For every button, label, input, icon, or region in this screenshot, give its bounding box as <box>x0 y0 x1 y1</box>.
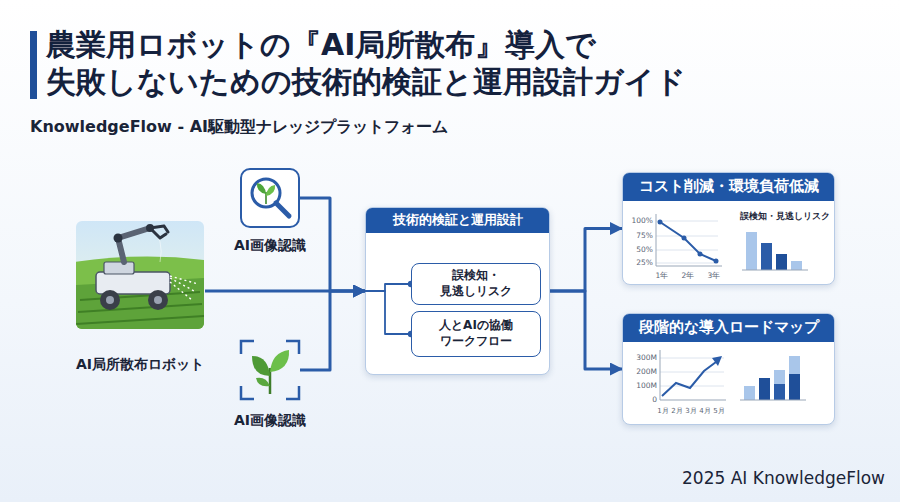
bar-chart-roadmap <box>744 386 755 400</box>
robot-scene <box>76 256 204 329</box>
magnifier-icon <box>266 185 275 196</box>
result-panel: 段階的な導入ロードマップ <box>622 313 835 425</box>
bar-chart-risk <box>776 254 787 270</box>
robot-scene <box>118 228 150 262</box>
icon-box: AI画像認識 <box>240 168 300 228</box>
robot-scene <box>146 224 154 232</box>
bar-chart-roadmap <box>759 378 770 400</box>
bar-chart-risk <box>746 232 757 270</box>
connector-arrow <box>365 284 411 291</box>
robot-scene <box>170 276 198 300</box>
plant-icon <box>270 350 289 372</box>
plant-icon <box>252 356 270 376</box>
bar-chart-roadmap <box>789 356 800 400</box>
line-chart-cost <box>656 214 722 266</box>
magnifier-icon <box>265 192 267 204</box>
bar-chart-risk <box>742 270 808 271</box>
robot-node: AI局所散布ロボット <box>75 220 205 330</box>
line-chart-roadmap <box>660 350 726 400</box>
robot-scene <box>96 272 170 294</box>
box-text: 人とAIの協働 ワークフロー <box>417 318 535 349</box>
panel-header: 技術的検証と運用設計 <box>366 208 549 233</box>
robot-scene <box>150 225 161 262</box>
scan-frame-icon <box>286 386 299 399</box>
panel-header: 段階的な導入ロードマップ <box>623 314 834 342</box>
title-bar <box>30 31 37 99</box>
robot-scene <box>76 292 204 324</box>
bar-chart-risk <box>791 261 802 270</box>
plant-icon <box>252 350 289 394</box>
connector-arrow <box>550 229 622 292</box>
robot-scene <box>114 234 123 243</box>
process-item: 人とAIの協働 ワークフロー <box>411 311 541 357</box>
robot-scene <box>104 262 134 274</box>
node-caption: AI局所散布ロボット <box>76 355 204 373</box>
line-chart-cost <box>682 236 687 241</box>
process-panel: 技術的検証と運用設計誤検知・見逃しリスク人とAIの協働 ワークフロー <box>365 207 550 375</box>
connector-arrow <box>300 291 365 370</box>
connector-arrow <box>300 198 365 291</box>
magnifier-icon <box>252 179 289 216</box>
bar-chart-roadmap <box>740 356 806 400</box>
robot-scene <box>76 278 204 329</box>
robot-scene <box>106 296 114 304</box>
scan-frame-icon <box>241 341 299 399</box>
robot-scene <box>154 296 162 304</box>
box-text: 誤検知・見逃しリスク <box>417 268 535 299</box>
robot-scene <box>100 290 120 310</box>
title-bar <box>30 31 37 99</box>
line-chart-roadmap <box>660 358 724 386</box>
bar-chart-roadmap <box>774 370 785 400</box>
process-item: 誤検知・見逃しリスク <box>411 263 541 305</box>
line-chart-roadmap <box>712 356 722 366</box>
line-chart-roadmap <box>660 350 726 400</box>
footer-text: 2025 AI KnowledgeFlow <box>682 469 885 489</box>
magnifier-icon <box>276 203 289 216</box>
page-title: 農業用ロボットの『AI局所散布』導入で 失敗しないための技術的検証と運用設計ガイ… <box>46 27 736 100</box>
plant-icon <box>256 378 270 387</box>
robot-scene <box>76 221 204 329</box>
subtitle: KnowledgeFlow - AI駆動型ナレッジプラットフォーム <box>30 118 448 136</box>
icon-frame: AI画像認識 <box>240 340 300 400</box>
robot-scene <box>150 226 168 238</box>
bar-chart-roadmap <box>740 400 806 401</box>
result-panel: コスト削減・環境負荷低減 <box>622 172 835 285</box>
line-chart-cost <box>656 214 722 266</box>
scan-frame-icon <box>286 341 299 354</box>
panel-header: コスト削減・環境負荷低減 <box>623 173 834 201</box>
scan-frame-icon <box>241 386 254 399</box>
bar-chart-risk <box>761 243 772 270</box>
connector-arrow <box>550 291 622 369</box>
line-chart-cost <box>698 252 703 257</box>
line-chart-roadmap <box>662 362 716 396</box>
bar-chart-roadmap <box>789 374 800 400</box>
line-chart-cost <box>656 221 718 263</box>
line-chart-cost <box>714 259 719 264</box>
line-chart-cost <box>658 220 663 225</box>
node-caption: AI画像認識 <box>234 411 306 429</box>
magnifier-icon <box>252 179 280 207</box>
bar-chart-risk <box>742 232 808 270</box>
line-chart-cost <box>660 222 716 261</box>
bar-chart-roadmap <box>774 384 785 400</box>
robot-scene <box>148 290 168 310</box>
plant-icon <box>269 368 272 394</box>
connector-arrow <box>365 291 411 334</box>
robot-scene <box>76 221 204 329</box>
node-caption: AI画像認識 <box>234 236 306 254</box>
magnifier-icon <box>257 183 266 194</box>
scan-frame-icon <box>241 341 254 354</box>
